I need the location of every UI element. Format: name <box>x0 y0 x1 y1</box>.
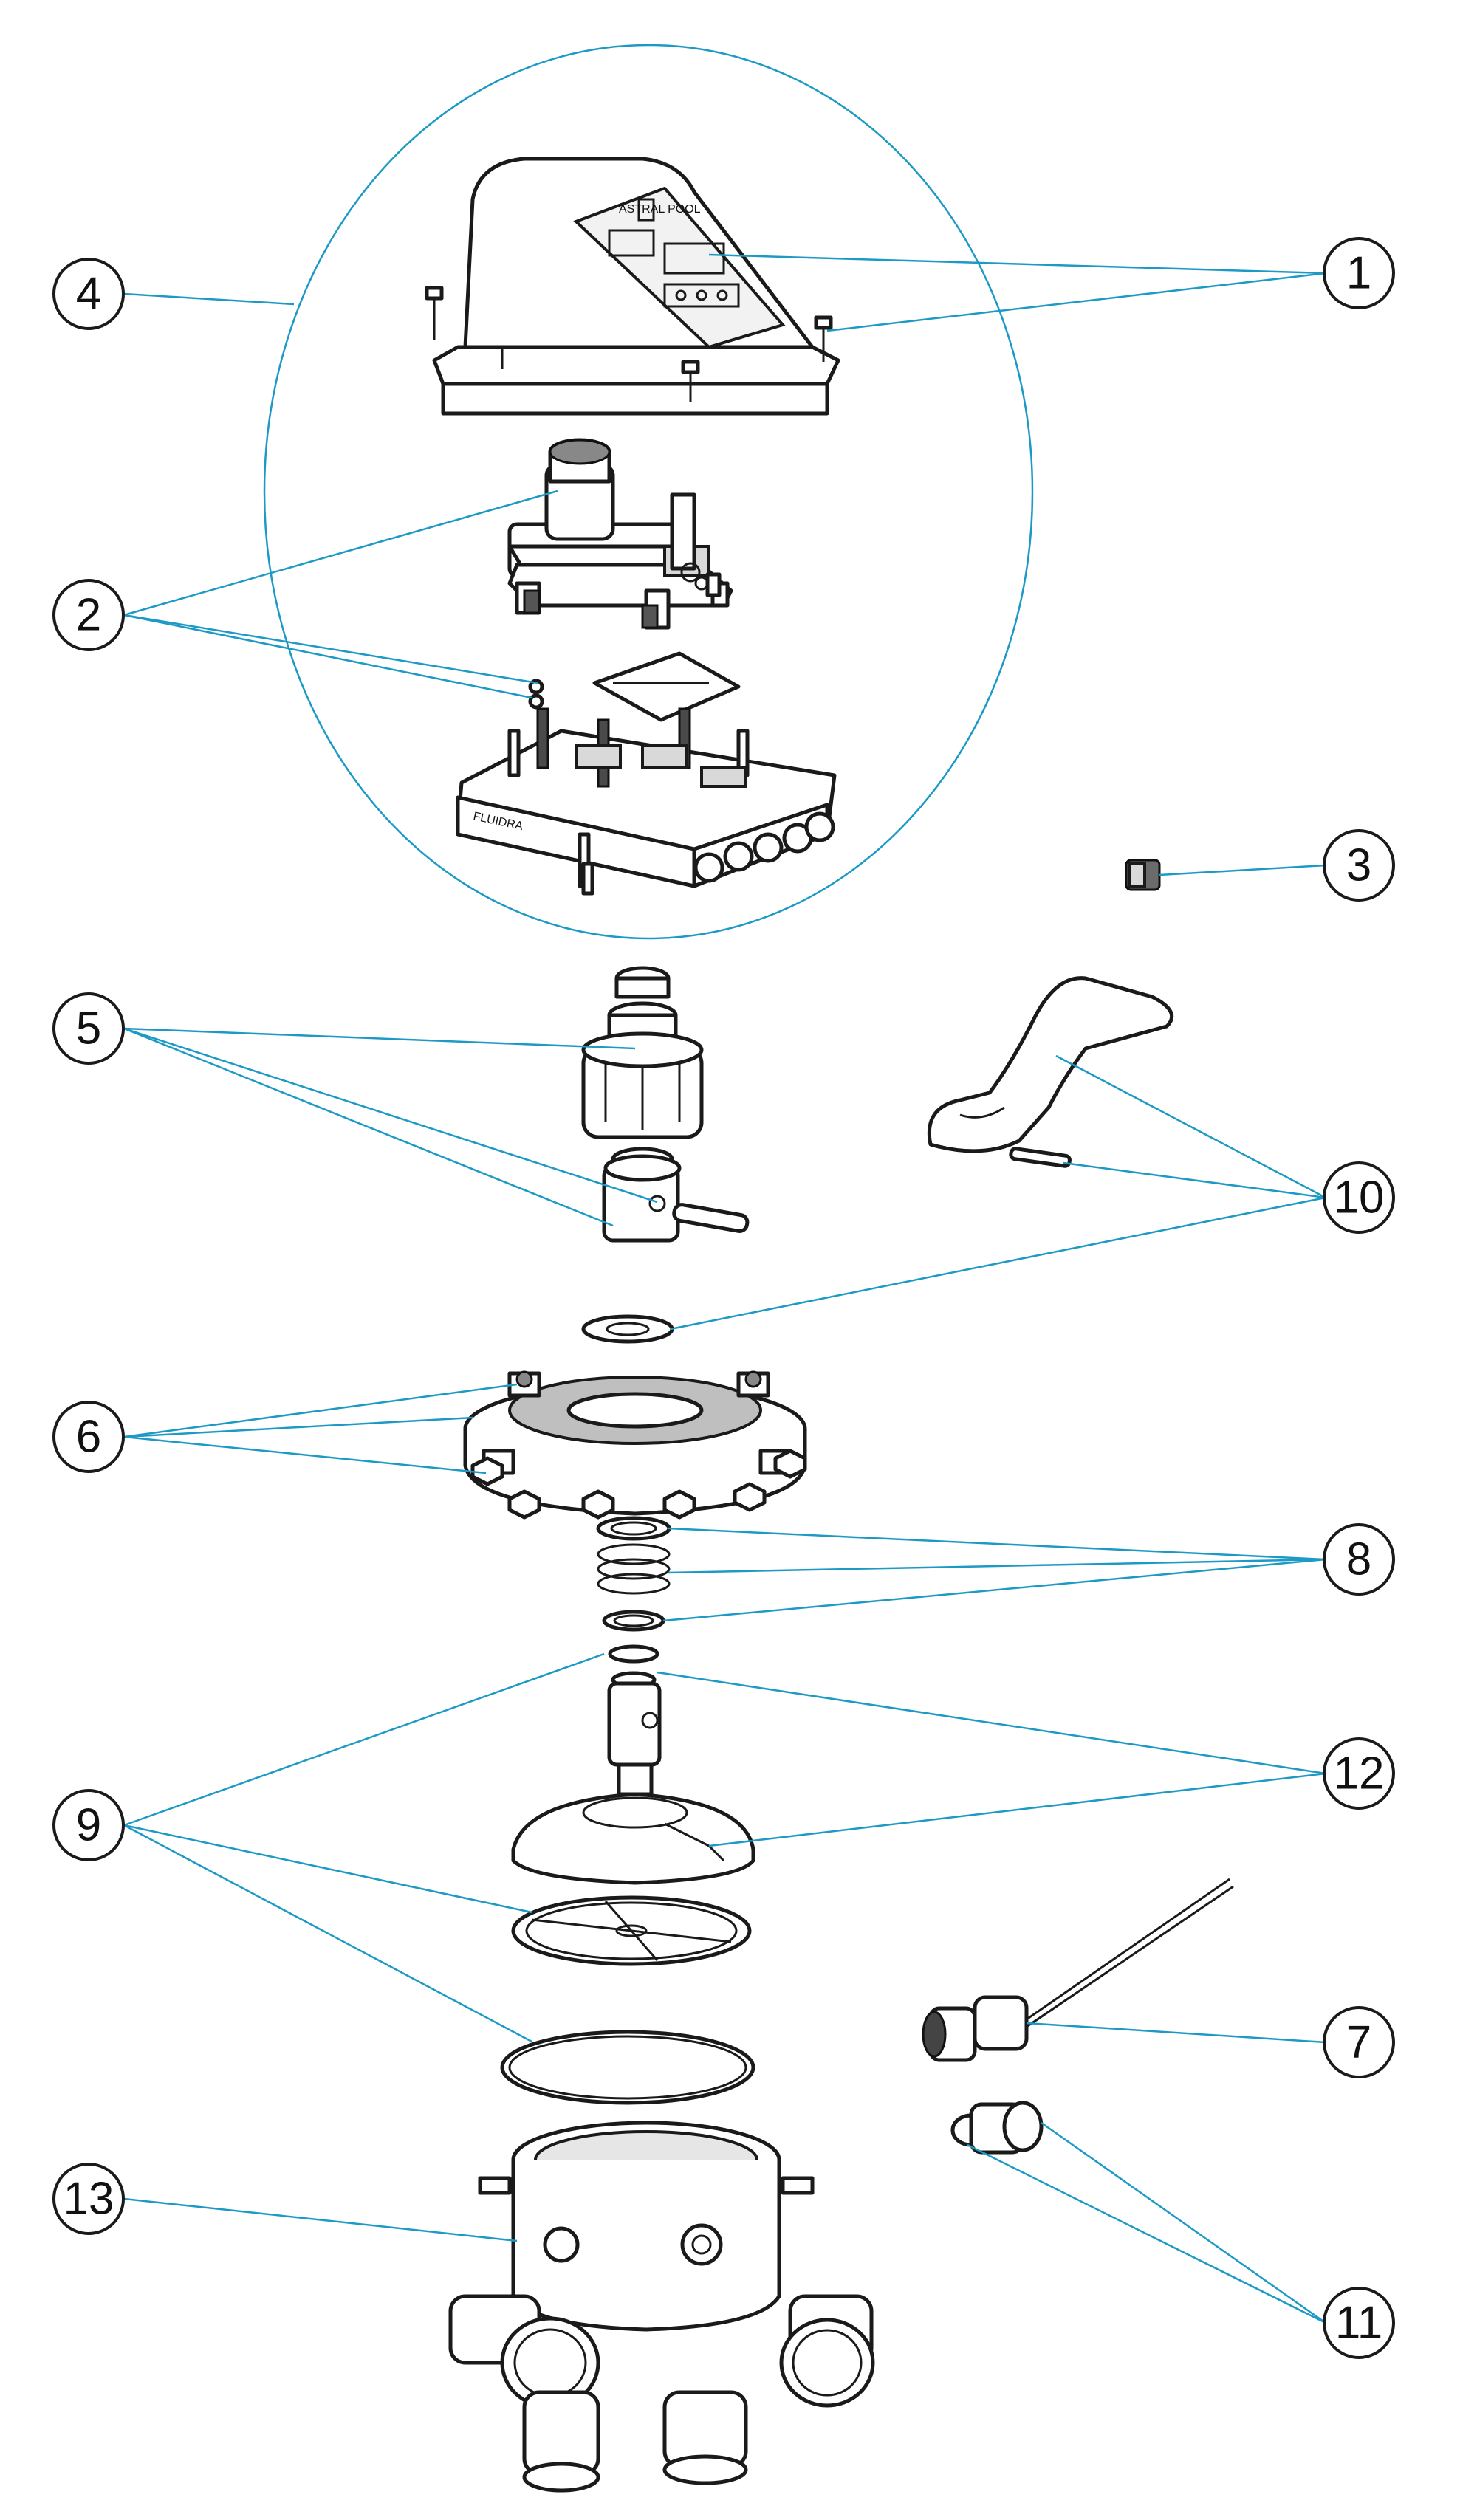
svg-text:2: 2 <box>76 590 101 641</box>
adapter-fitting <box>950 2101 1044 2155</box>
svg-text:1: 1 <box>1346 248 1371 299</box>
callout-3: 3 <box>1323 829 1395 902</box>
housing-brand-label: ASTRAL POOL <box>619 203 701 216</box>
callout-7: 7 <box>1323 2006 1395 2078</box>
star-gasket <box>511 1895 752 1966</box>
callout-13: 13 <box>52 2163 125 2235</box>
small-connector <box>1125 859 1161 891</box>
control-board-housing: FLUIDRA <box>456 651 837 896</box>
actuator-assembly-outline <box>263 44 1034 940</box>
svg-text:13: 13 <box>64 2174 114 2225</box>
callout-2: 2 <box>52 579 125 651</box>
valve-body <box>448 2121 875 2493</box>
callout-10: 10 <box>1323 1161 1395 1234</box>
svg-text:9: 9 <box>76 1800 101 1851</box>
svg-text:4: 4 <box>76 269 101 320</box>
callout-12: 12 <box>1323 1737 1395 1810</box>
svg-text:11: 11 <box>1335 2298 1382 2349</box>
washer-10 <box>581 1314 674 1344</box>
motor-gear-module <box>507 438 733 630</box>
callout-9: 9 <box>52 1789 125 1861</box>
drive-coupling-assembly <box>581 966 750 1243</box>
valve-top-plate <box>463 1370 807 1520</box>
svg-text:7: 7 <box>1346 2017 1371 2068</box>
svg-text:10: 10 <box>1334 1173 1385 1223</box>
callout-6: 6 <box>52 1401 125 1473</box>
callout-5: 5 <box>52 992 125 1065</box>
leader-lines <box>123 253 1326 2324</box>
svg-text:3: 3 <box>1346 840 1371 891</box>
callout-8: 8 <box>1323 1523 1395 1596</box>
large-o-ring <box>500 2030 755 2105</box>
valve-handle <box>927 976 1174 1168</box>
callout-1: 1 <box>1323 237 1395 309</box>
svg-text:5: 5 <box>76 1003 101 1054</box>
callout-4: 4 <box>52 258 125 330</box>
pressure-sensor <box>922 1878 1234 2062</box>
rotor-shaft <box>607 1644 662 1796</box>
svg-text:12: 12 <box>1334 1748 1385 1799</box>
callout-11: 11 <box>1323 2287 1395 2359</box>
spring-and-washers <box>596 1516 671 1632</box>
svg-text:8: 8 <box>1346 1534 1371 1585</box>
actuator-cover: ASTRAL POOL <box>425 157 840 416</box>
svg-text:6: 6 <box>76 1412 101 1463</box>
diverter-disc <box>511 1792 755 1885</box>
